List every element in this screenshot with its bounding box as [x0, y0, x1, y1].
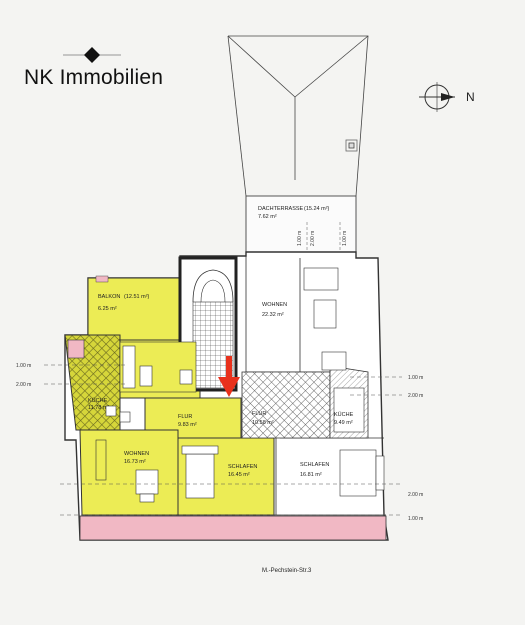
kueche-right-area: 9.49 m²: [334, 420, 353, 426]
pink-strip-bottom: [79, 515, 387, 541]
schlafen-right-area: 16.81 m²: [300, 472, 322, 478]
dachterrasse-area: [245, 195, 357, 253]
flur-right-name: FLUR: [252, 411, 266, 417]
schlafen-left-name: SCHLAFEN: [228, 464, 257, 470]
dachterrasse-area-label: 7.62 m²: [258, 214, 277, 220]
dachterrasse-name: DACHTERRASSE: [258, 206, 304, 212]
dim-left-2m: 2.00 m: [16, 382, 31, 388]
furniture-right: [303, 267, 385, 497]
kueche-left-name: KÜCHE: [88, 397, 108, 404]
wohnen-right-area: 22.32 m²: [262, 312, 284, 318]
flur-right-area: 10.58 m²: [252, 420, 274, 426]
wohnen-right-name: WOHNEN: [262, 302, 287, 308]
balkon-area: 6.25 m²: [98, 306, 117, 312]
north-label: N: [466, 90, 475, 104]
wohnen-left-name: WOHNEN: [124, 451, 149, 457]
kueche-left-area: 11.78 m²: [88, 405, 109, 411]
balkon-total: (12.51 m²): [124, 294, 150, 300]
brand-name: NK Immobilien: [24, 66, 164, 89]
dim-right-1m-top: 1.00 m: [408, 375, 423, 381]
bathroom-left: [119, 341, 197, 393]
flur-left-name: FLUR: [178, 414, 192, 420]
dim-left-1m: 1.00 m: [16, 363, 31, 369]
pink-strip-balkon: [95, 275, 109, 283]
compass-icon: [419, 82, 455, 112]
flur-left-area: 9.83 m²: [178, 422, 197, 428]
roof-outline: [227, 35, 369, 197]
dim-right-1m-bottom: 1.00 m: [408, 516, 423, 522]
terrace-dim-2m: 2.00 m: [310, 231, 316, 246]
pink-strip-corner: [67, 339, 85, 359]
terrace-dim-1m-a: 1.00 m: [297, 231, 303, 246]
schlafen-left-area: 16.45 m²: [228, 472, 250, 478]
kueche-right-name: KÜCHE: [334, 411, 354, 418]
balkon-name: BALKON: [98, 294, 120, 300]
arrow-down-icon: [218, 356, 240, 397]
diamond-logo-icon: [63, 47, 121, 63]
dim-right-2m-bottom: 2.00 m: [408, 492, 423, 498]
terrace-dim-1m-b: 1.00 m: [342, 231, 348, 246]
dachterrasse-total: (15.24 m²): [304, 206, 330, 212]
dimension-lines: [44, 364, 402, 516]
schlafen-right-name: SCHLAFEN: [300, 462, 329, 468]
hall-right: [241, 365, 369, 439]
dim-right-2m-top: 2.00 m: [408, 393, 423, 399]
furniture-left: [95, 405, 219, 503]
street-label: M.-Pechstein-Str.3: [262, 568, 312, 574]
wohnen-left-area: 16.73 m²: [124, 459, 146, 465]
